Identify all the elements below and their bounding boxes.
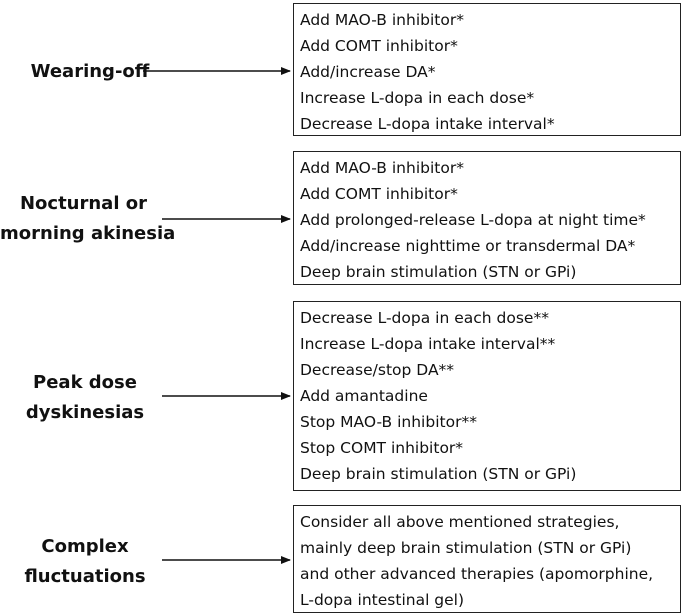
list-item: Stop COMT inhibitor* xyxy=(300,439,464,457)
label-line: dyskinesias xyxy=(25,402,145,423)
list-item: mainly deep brain stimulation (STN or GP… xyxy=(300,539,632,557)
list-item: Add MAO-B inhibitor* xyxy=(300,11,464,29)
list-item: Add amantadine xyxy=(300,387,428,405)
box-nocturnal-akinesia: Add MAO-B inhibitor* Add COMT inhibitor*… xyxy=(293,151,681,285)
box-peak-dose-dyskinesias: Decrease L-dopa in each dose** Increase … xyxy=(293,301,681,491)
list-item: Decrease L-dopa in each dose** xyxy=(300,309,549,327)
list-item: Add/increase nighttime or transdermal DA… xyxy=(300,237,636,255)
list-item: Add MAO-B inhibitor* xyxy=(300,159,464,177)
label-nocturnal-akinesia: Nocturnal or morning akinesia xyxy=(0,189,176,249)
label-line: Nocturnal or xyxy=(19,193,148,214)
list-item: L-dopa intestinal gel) xyxy=(300,591,465,609)
list-item: Decrease/stop DA** xyxy=(300,361,455,379)
label-peak-dose-dyskinesias: Peak dose dyskinesias xyxy=(10,368,160,428)
label-line: Complex xyxy=(41,536,129,557)
list-item: Add COMT inhibitor* xyxy=(300,185,458,203)
list-item: Add prolonged-release L-dopa at night ti… xyxy=(300,211,646,229)
list-item: Consider all above mentioned strategies, xyxy=(300,513,620,531)
list-item: Add/increase DA* xyxy=(300,63,436,81)
list-item: Increase L-dopa intake interval** xyxy=(300,335,556,353)
label-line: Wearing-off xyxy=(30,61,150,82)
label-complex-fluctuations: Complex fluctuations xyxy=(10,532,160,592)
list-item: and other advanced therapies (apomorphin… xyxy=(300,565,654,583)
list-item: Deep brain stimulation (STN or GPi) xyxy=(300,263,577,281)
label-wearing-off: Wearing-off xyxy=(15,57,165,87)
list-item: Add COMT inhibitor* xyxy=(300,37,458,55)
box-complex-fluctuations: Consider all above mentioned strategies,… xyxy=(293,505,681,613)
list-item: Deep brain stimulation (STN or GPi) xyxy=(300,465,577,483)
box-wearing-off: Add MAO-B inhibitor* Add COMT inhibitor*… xyxy=(293,3,681,136)
label-line: morning akinesia xyxy=(0,223,176,244)
list-item: Increase L-dopa in each dose* xyxy=(300,89,535,107)
list-item: Stop MAO-B inhibitor** xyxy=(300,413,477,431)
list-item: Decrease L-dopa intake interval* xyxy=(300,115,555,133)
label-line: Peak dose xyxy=(33,372,137,393)
label-line: fluctuations xyxy=(24,566,146,587)
